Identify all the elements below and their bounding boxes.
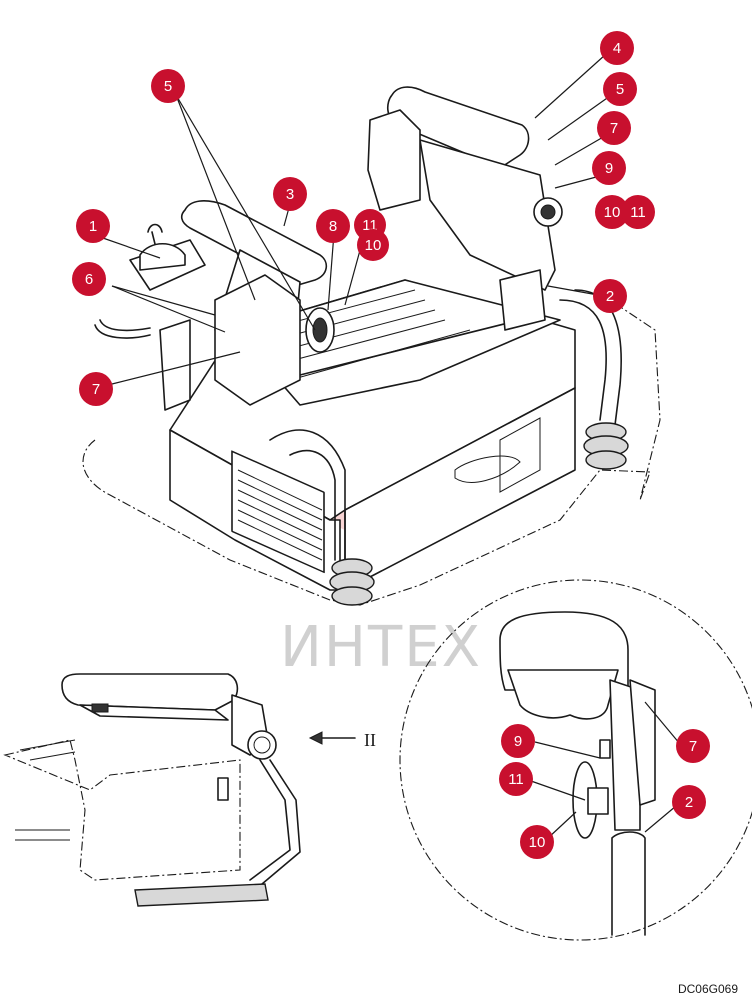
callout-markers: 1 3 4 5 5 6 7 7 bbox=[72, 31, 710, 859]
detail-view bbox=[399, 579, 752, 941]
side-view-floor-rail bbox=[134, 883, 269, 907]
callout-4: 4 bbox=[600, 31, 634, 65]
left-armrest-bracket bbox=[214, 274, 301, 406]
side-view-tube bbox=[249, 759, 301, 885]
callout-3: 3 bbox=[273, 177, 307, 211]
side-view-strap bbox=[91, 703, 109, 713]
svg-text:7: 7 bbox=[92, 381, 100, 398]
svg-text:10: 10 bbox=[604, 204, 621, 221]
callout-7-right: 7 bbox=[597, 111, 631, 145]
right-foot-bellows bbox=[583, 422, 629, 470]
detail-tube bbox=[611, 831, 646, 936]
detail-armrest-lower bbox=[507, 669, 619, 720]
svg-text:8: 8 bbox=[329, 218, 337, 235]
drawing-code: DC06G069 bbox=[677, 982, 738, 996]
svg-text:5: 5 bbox=[616, 81, 624, 98]
svg-text:5: 5 bbox=[164, 78, 172, 95]
side-view-frame bbox=[15, 739, 76, 841]
side-view-console-outline bbox=[3, 739, 241, 881]
seat-rail-left bbox=[244, 289, 471, 381]
detail-adjuster-knob bbox=[572, 739, 611, 839]
watermark-text: ИНТЕХ bbox=[280, 615, 482, 680]
right-armrest-pad bbox=[387, 86, 530, 169]
svg-text:11: 11 bbox=[630, 204, 646, 221]
side-cutout bbox=[454, 455, 521, 483]
left-support-tube bbox=[269, 429, 346, 561]
left-foot-bellows bbox=[329, 558, 375, 606]
callout-9-detail: 9 bbox=[501, 724, 535, 758]
view-arrow-label: II bbox=[364, 730, 376, 750]
left-side-pillar bbox=[159, 319, 191, 411]
svg-text:6: 6 bbox=[85, 271, 93, 288]
callout-6: 6 bbox=[72, 262, 106, 296]
svg-text:9: 9 bbox=[514, 733, 522, 750]
callout-11-top-right: 11 bbox=[621, 195, 655, 229]
detail-back-plate bbox=[629, 679, 656, 806]
callout-7-detail: 7 bbox=[676, 729, 710, 763]
callout-8: 8 bbox=[316, 209, 350, 243]
svg-text:2: 2 bbox=[606, 288, 614, 305]
right-armrest-column bbox=[367, 109, 421, 211]
callout-2-detail: 2 bbox=[672, 785, 706, 819]
vent-grille bbox=[231, 450, 325, 574]
callout-7-left: 7 bbox=[79, 372, 113, 406]
svg-text:4: 4 bbox=[613, 40, 621, 57]
callout-leaders bbox=[99, 54, 681, 839]
view-arrow: II bbox=[308, 730, 376, 750]
left-armrest-pad bbox=[180, 200, 328, 286]
side-inspection-panel bbox=[499, 417, 541, 493]
right-mount-bracket bbox=[499, 269, 546, 331]
callout-2-top: 2 bbox=[593, 279, 627, 313]
svg-text:11: 11 bbox=[508, 771, 524, 788]
side-view-armrest-pad bbox=[61, 673, 239, 711]
svg-text:2: 2 bbox=[685, 794, 693, 811]
svg-text:10: 10 bbox=[529, 834, 546, 851]
right-support-tube bbox=[559, 289, 622, 426]
callout-5-left: 5 bbox=[151, 69, 185, 103]
svg-text:7: 7 bbox=[610, 120, 618, 137]
callout-10-detail: 10 bbox=[520, 825, 554, 859]
svg-text:10: 10 bbox=[365, 237, 382, 254]
floor-plate-outline bbox=[82, 299, 661, 606]
left-hose bbox=[94, 319, 151, 339]
svg-text:9: 9 bbox=[605, 160, 613, 177]
main-isometric-view bbox=[82, 86, 661, 606]
side-view-adjuster bbox=[231, 694, 277, 760]
callout-10-center: 10 bbox=[357, 229, 389, 261]
callout-5-right: 5 bbox=[603, 72, 637, 106]
right-armrest-side-panel bbox=[419, 139, 556, 291]
left-adjuster-knob bbox=[305, 307, 335, 353]
svg-text:1: 1 bbox=[89, 218, 97, 235]
callout-11-detail: 11 bbox=[499, 762, 533, 796]
callout-1: 1 bbox=[76, 209, 110, 243]
svg-text:3: 3 bbox=[286, 186, 294, 203]
callout-10-top-right: 10 bbox=[595, 195, 629, 229]
seat-rail-center bbox=[299, 314, 541, 376]
svg-text:7: 7 bbox=[689, 738, 697, 755]
callout-9-top: 9 bbox=[592, 151, 626, 185]
control-lever-boot bbox=[139, 242, 186, 271]
right-adjuster-knob bbox=[533, 197, 563, 227]
detail-circle-border bbox=[399, 579, 752, 941]
side-view-panel-slot bbox=[217, 777, 229, 801]
side-view bbox=[3, 673, 301, 907]
